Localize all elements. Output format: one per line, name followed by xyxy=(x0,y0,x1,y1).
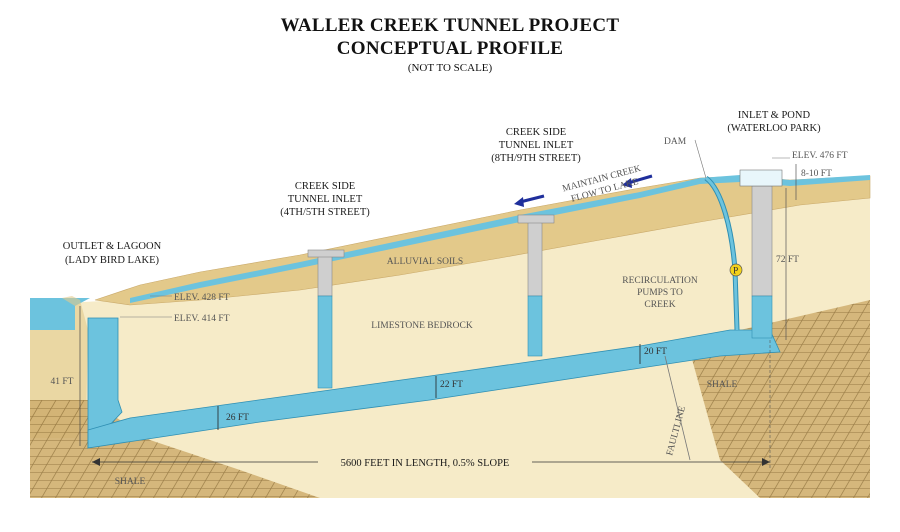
title-block: WALLER CREEK TUNNEL PROJECT CONCEPTUAL P… xyxy=(0,14,900,75)
inlet-89-shaft-structure xyxy=(527,221,543,297)
title-note: (NOT TO SCALE) xyxy=(407,62,493,74)
main-tunnel xyxy=(87,329,781,449)
recirc-label-1: RECIRCULATION xyxy=(622,276,698,286)
alluvial-label: ALLUVIAL SOILS xyxy=(387,257,463,267)
inlet-89-cap xyxy=(517,214,555,224)
flow-arrow-1 xyxy=(627,174,653,185)
dam-label: DAM xyxy=(664,137,687,147)
alluvial-soils-layer xyxy=(94,175,871,306)
inlet45-label-1: CREEK SIDE xyxy=(295,181,355,192)
flow-arrow-1-head xyxy=(622,178,632,188)
pond-label-2: (WATERLOO PARK) xyxy=(727,123,821,134)
ft72-label: 72 FT xyxy=(776,255,799,265)
ft810-label: 8-10 FT xyxy=(801,169,832,179)
pond-box xyxy=(739,169,783,187)
title-line-1: WALLER CREEK TUNNEL PROJECT xyxy=(280,15,620,36)
elev476-label: ELEV. 476 FT xyxy=(792,151,848,161)
inlet89-label-1: CREEK SIDE xyxy=(506,127,566,138)
ft41-label: 41 FT xyxy=(51,377,74,387)
ft22-label: 22 FT xyxy=(440,380,463,390)
inlet89-label-3: (8TH/9TH STREET) xyxy=(491,153,581,164)
pond-shaft-water xyxy=(751,295,773,339)
pond-shaft-structure xyxy=(751,185,773,297)
outlet-label-1: OUTLET & LAGOON xyxy=(63,241,162,252)
inlet-89-shaft-water xyxy=(527,295,543,357)
length-label: 5600 FEET IN LENGTH, 0.5% SLOPE xyxy=(341,458,510,469)
inlet45-label-3: (4TH/5TH STREET) xyxy=(280,207,370,218)
flow-arrow-2-head xyxy=(514,197,524,207)
pond-label-1: INLET & POND xyxy=(738,110,811,121)
length-dim-left-head xyxy=(92,458,100,466)
elev428-label: ELEV. 428 FT xyxy=(174,293,230,303)
length-label-bg xyxy=(318,455,532,469)
recirc-label-3: CREEK xyxy=(644,300,675,310)
elev414-label: ELEV. 414 FT xyxy=(174,314,230,324)
dam-leader xyxy=(694,139,707,179)
outlet-label-2: (LADY BIRD LAKE) xyxy=(65,255,160,266)
inlet89-label-2: TUNNEL INLET xyxy=(499,140,574,151)
limestone-label: LIMESTONE BEDROCK xyxy=(371,321,473,331)
outlet-shaft-water xyxy=(87,317,123,450)
faultline xyxy=(664,355,691,461)
pump-letter: P xyxy=(733,267,738,277)
flow-arrow-2 xyxy=(519,194,545,204)
pump-symbol xyxy=(729,263,743,277)
title-line-2: CONCEPTUAL PROFILE xyxy=(336,38,564,59)
inlet-45-shaft-water xyxy=(317,295,333,389)
recirc-label-2: PUMPS TO xyxy=(637,288,683,298)
length-dim-right-head xyxy=(762,458,770,466)
ft20-label: 20 FT xyxy=(644,347,667,357)
shale-right-label: SHALE xyxy=(707,380,738,390)
shale-bottom-label: SHALE xyxy=(115,477,146,487)
inlet-45-shaft-structure xyxy=(317,255,333,297)
inlet45-label-2: TUNNEL INLET xyxy=(288,194,363,205)
inlet-45-cap xyxy=(307,249,345,258)
ft26-label: 26 FT xyxy=(226,413,249,423)
